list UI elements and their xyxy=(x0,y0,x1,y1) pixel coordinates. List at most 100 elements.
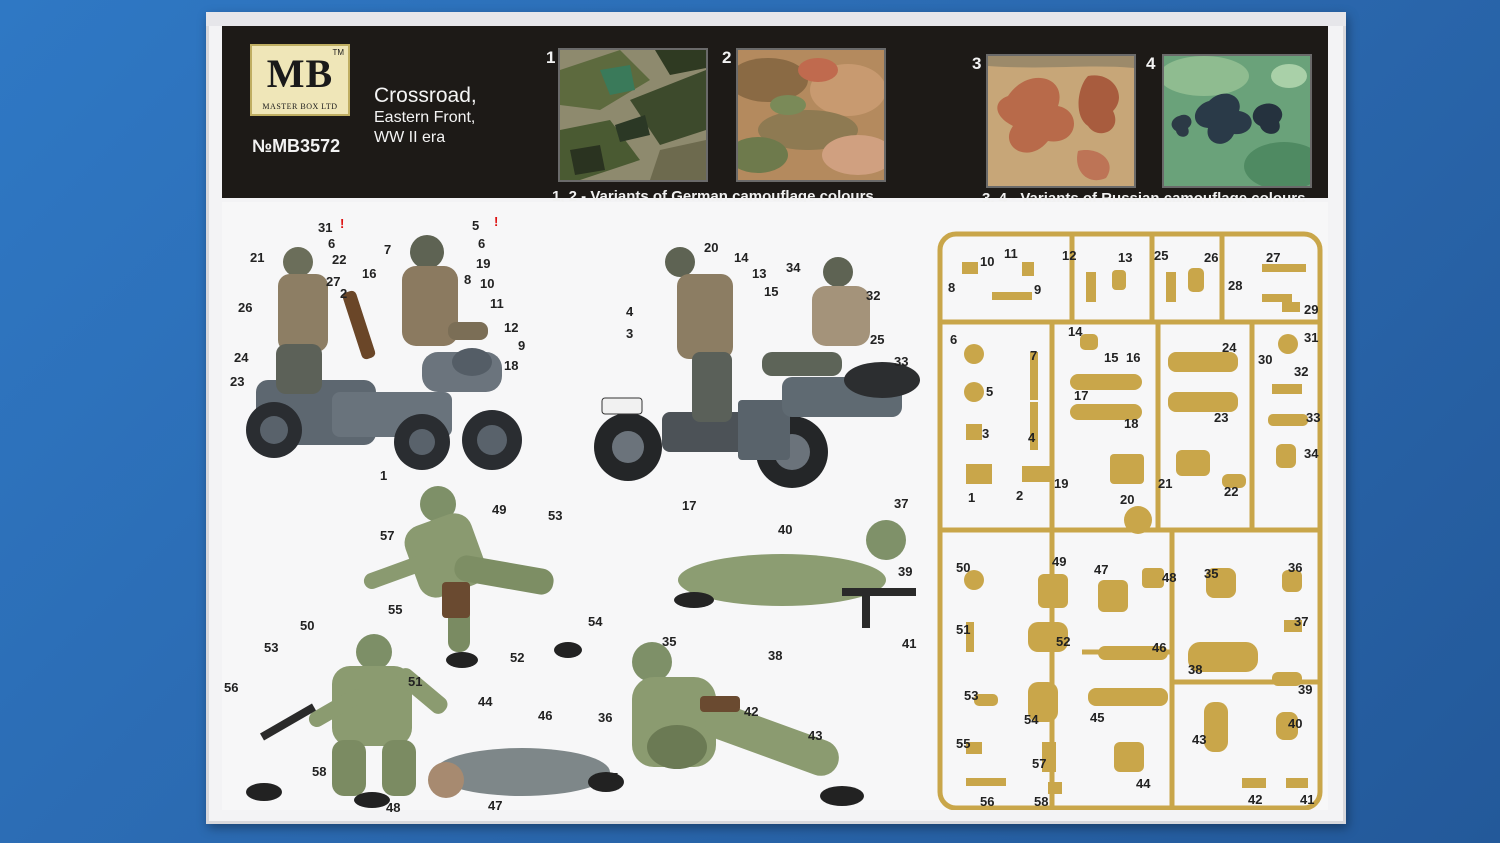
part-label: 26 xyxy=(238,300,253,315)
sprue-label: 31 xyxy=(1304,330,1319,345)
part-label: 11 xyxy=(490,296,504,311)
part-label: 43 xyxy=(808,728,823,743)
motorcycle-sidecar-group-1 xyxy=(246,235,522,470)
wounded-soldier-figure xyxy=(428,748,624,798)
part-label: 45 xyxy=(604,770,619,785)
sprue-label: 45 xyxy=(1090,710,1105,725)
sprue-label: 28 xyxy=(1228,278,1243,293)
header-band: MB TM MASTER BOX LTD №MB3572 Crossroad, … xyxy=(222,26,1328,207)
part-label: 36 xyxy=(598,710,613,725)
part-label: 50 xyxy=(300,618,315,633)
sprue-label: 40 xyxy=(1288,716,1303,731)
sprue-label: 23 xyxy=(1214,410,1229,425)
part-label: 4 xyxy=(626,304,634,319)
sprue-label: 24 xyxy=(1222,340,1237,355)
sprue-label: 11 xyxy=(1004,246,1018,261)
amoeba-camo-swatch xyxy=(986,54,1136,188)
part-label: 7 xyxy=(384,242,392,257)
title-line-2: Eastern Front, xyxy=(374,109,476,126)
part-label: 27 xyxy=(326,274,341,289)
part-label: 57 xyxy=(380,528,395,543)
part-label: 37 xyxy=(894,496,909,511)
part-label: 42 xyxy=(744,704,759,719)
part-label: 47 xyxy=(488,798,503,813)
sprue-label: 55 xyxy=(956,736,971,751)
part-label: 24 xyxy=(234,350,249,365)
sprue-label: 8 xyxy=(948,280,956,295)
part-label: 23 xyxy=(230,374,245,389)
swatch-number-2: 2 xyxy=(722,48,732,67)
title-line-3: WW II era xyxy=(374,129,446,146)
sprue-label: 39 xyxy=(1298,682,1313,697)
logo-text: MB xyxy=(266,51,334,96)
sprue-label: 49 xyxy=(1052,554,1067,569)
part-label: 53 xyxy=(264,640,279,655)
sprue-label: 38 xyxy=(1188,662,1203,677)
sprue-label: 7 xyxy=(1030,348,1038,363)
sprue-label: 44 xyxy=(1136,776,1151,791)
kit-title: Crossroad, Eastern Front, WW II era xyxy=(374,84,477,148)
sprue-label: 52 xyxy=(1056,634,1071,649)
part-label: 46 xyxy=(538,708,553,723)
part-label: 6 xyxy=(478,236,486,251)
parts-panel: 31 ! 6 21 22 27 16 7 19 8 10 11 12 9 18 … xyxy=(222,202,1328,815)
catalog-number: №MB3572 xyxy=(252,136,341,156)
sitting-soldier-figure xyxy=(632,642,864,806)
sprue-label: 3 xyxy=(982,426,990,441)
sprue-label: 58 xyxy=(1034,794,1049,809)
sprue-label: 53 xyxy=(964,688,979,703)
crouching-soldier-figure xyxy=(363,486,582,668)
sprue-label: 41 xyxy=(1300,792,1315,807)
sprue-label: 27 xyxy=(1266,250,1281,265)
sprue-label: 56 xyxy=(980,794,995,809)
part-label: 5 xyxy=(472,218,480,233)
sprue-parts xyxy=(962,262,1308,794)
sprue-label: 35 xyxy=(1204,566,1219,581)
sprue-label: 15 xyxy=(1104,350,1119,365)
warning-mark: ! xyxy=(340,216,345,231)
logo-subtext: MASTER BOX LTD xyxy=(262,102,338,111)
part-label: 41 xyxy=(902,636,917,651)
part-label: 21 xyxy=(250,250,265,265)
part-label: 49 xyxy=(492,502,507,517)
sprue-label: 57 xyxy=(1032,756,1047,771)
sprue-label: 26 xyxy=(1204,250,1219,265)
part-label: 9 xyxy=(518,338,526,353)
sprue-label: 9 xyxy=(1034,282,1042,297)
sprue-label: 22 xyxy=(1224,484,1239,499)
sprue-label: 42 xyxy=(1248,792,1263,807)
sprue-label: 5 xyxy=(986,384,994,399)
swatch-number-3: 3 xyxy=(972,54,982,73)
sprue-label: 54 xyxy=(1024,712,1039,727)
part-label: 25 xyxy=(870,332,885,347)
part-label: 10 xyxy=(480,276,495,291)
sprue-label: 4 xyxy=(1028,430,1036,445)
sprue-label: 17 xyxy=(1074,388,1089,403)
part-label: 8 xyxy=(464,272,472,287)
part-label: 15 xyxy=(764,284,779,299)
part-label: 38 xyxy=(768,648,783,663)
sprue-label: 10 xyxy=(980,254,995,269)
splinter-camo-swatch xyxy=(558,48,708,182)
card-top-edge xyxy=(206,12,1346,26)
part-label: 1 xyxy=(380,468,388,483)
motorcycle-sidecar-group-2 xyxy=(594,247,920,488)
sprue-label: 48 xyxy=(1162,570,1177,585)
sprue-label: 12 xyxy=(1062,248,1077,263)
sprue-label: 21 xyxy=(1158,476,1173,491)
part-label: 56 xyxy=(224,680,239,695)
brand-logo: MB TM MASTER BOX LTD xyxy=(250,44,350,116)
sprue-label: 18 xyxy=(1124,416,1139,431)
sprue-label: 1 xyxy=(968,490,976,505)
part-label: 32 xyxy=(866,288,881,303)
part-label: 40 xyxy=(778,522,793,537)
sprue-label: 14 xyxy=(1068,324,1083,339)
sprue-label: 16 xyxy=(1126,350,1141,365)
sprue-label: 46 xyxy=(1152,640,1167,655)
part-label: 39 xyxy=(898,564,913,579)
part-label: 12 xyxy=(504,320,519,335)
part-label: 58 xyxy=(312,764,327,779)
sprue-label: 33 xyxy=(1306,410,1321,425)
part-label: 16 xyxy=(362,266,377,281)
sprue-label: 30 xyxy=(1258,352,1273,367)
